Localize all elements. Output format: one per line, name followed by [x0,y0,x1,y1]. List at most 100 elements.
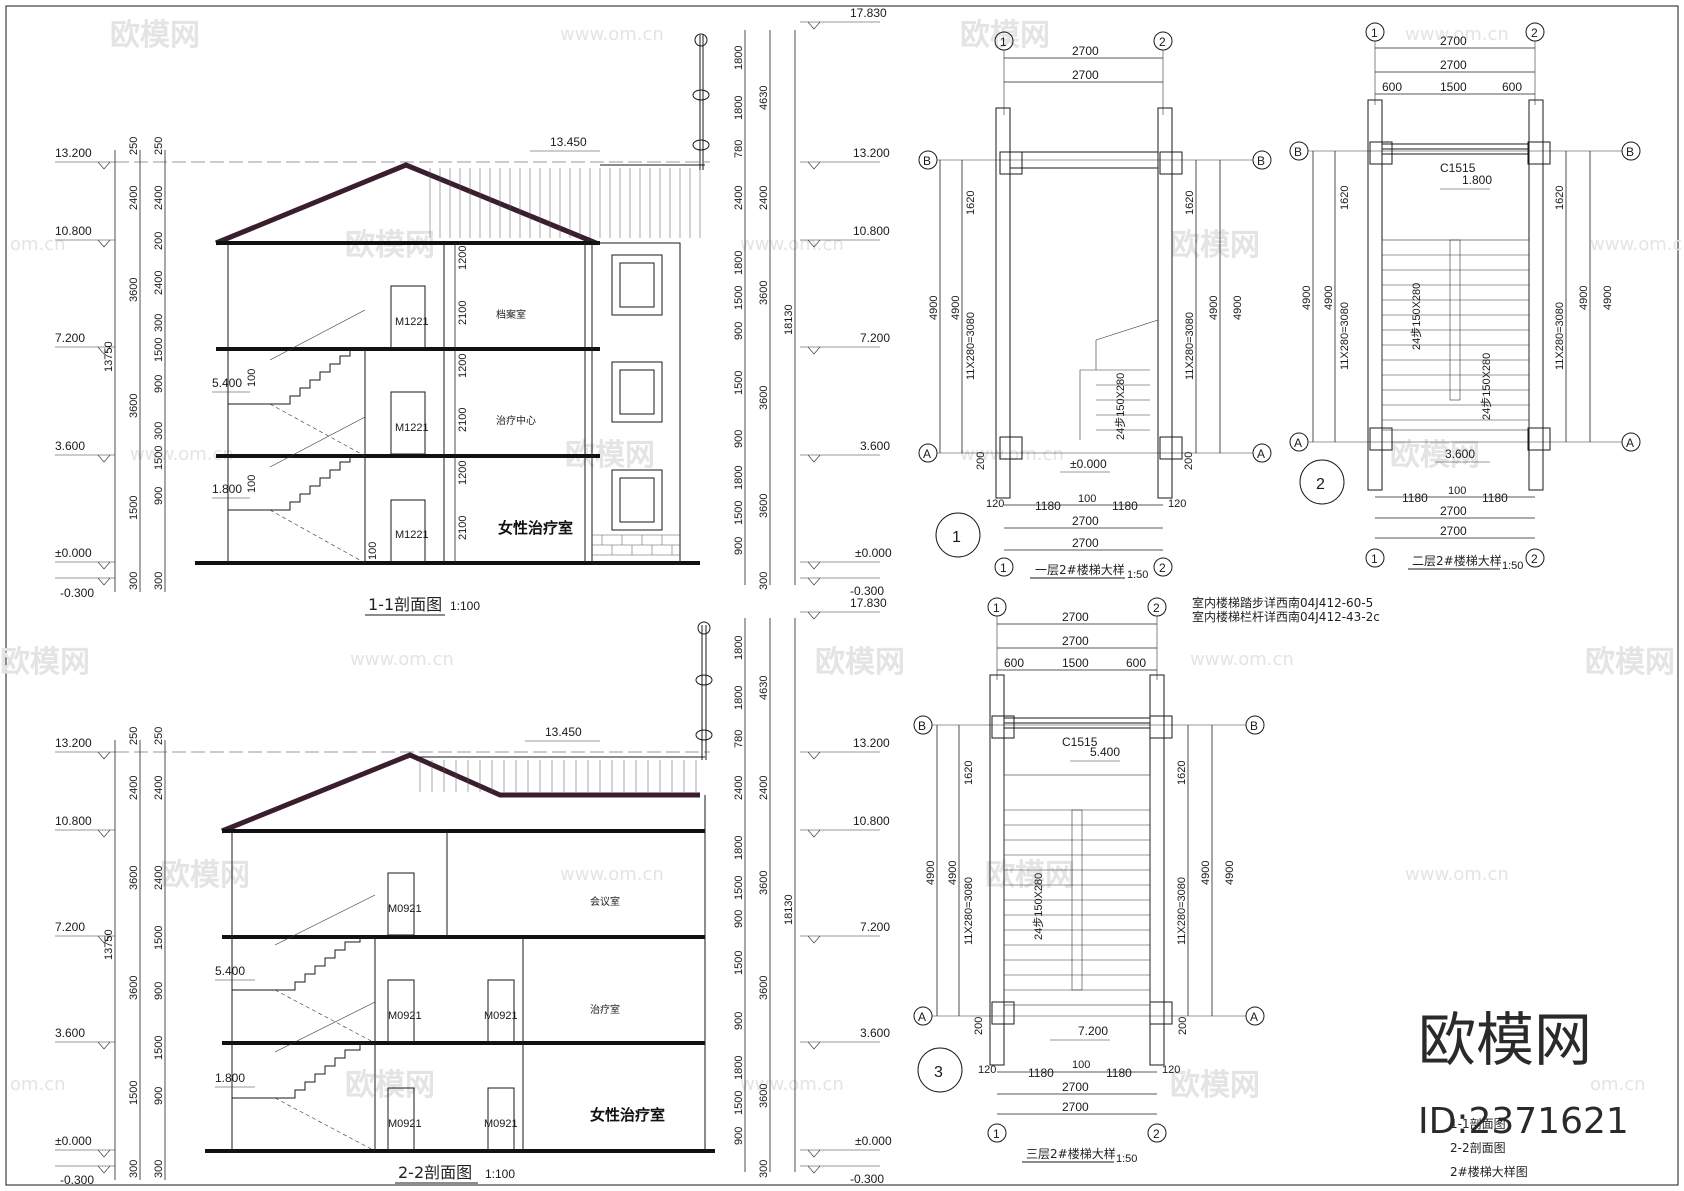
dim-text: 3600 [128,278,140,302]
dim-text: 4900 [947,861,959,885]
dim-text: 2700 [1072,44,1099,58]
detail-scale: 1:50 [1127,569,1148,581]
watermark-url: www.om.cn [560,864,664,885]
drawing-title: 1-1剖面图 [368,595,442,614]
note-line: 室内楼梯栏杆详西南04J412-43-2c [1192,609,1380,624]
building-section: M1221 M1221 M1221 档案室 治疗中心 女性治疗室 5.400 1… [115,33,710,565]
level-label: ±0.000 [855,1134,892,1148]
dim-text: 2700 [1440,34,1467,48]
detail-number-circle [935,512,981,558]
dim-text: 300 [128,572,140,590]
dim-text: 1500 [733,1091,745,1115]
dim-text: 2400 [128,776,140,800]
dim-text: 3600 [758,494,770,518]
landing-level: 1.800 [215,1071,245,1085]
dim-text: 3600 [758,1084,770,1108]
stair-flight-plan [1381,239,1530,431]
door [390,285,426,349]
watermark-logo: 欧模网 [1170,228,1260,263]
dim-text: 600 [1126,656,1146,670]
axis-bubble [987,1123,1007,1143]
axis-label: 2 [1531,552,1538,566]
level-label: 7.200 [860,920,890,934]
right-level-markers: 17.830 13.200 10.800 7.200 3.600 ±0.000 … [800,596,892,1186]
stair-detail-3: 1 2 2700 2700 600 1500 600 B B A A C1515… [913,597,1265,1165]
dim-text: 4900 [1323,286,1335,310]
dim-text: 2700 [1072,536,1099,550]
dim-text: 3600 [758,386,770,410]
drawing-list-item: 1-1剖面图 [1450,1117,1506,1131]
axis-label: B [1257,154,1265,168]
drawing-scale: 1:100 [485,1167,515,1181]
watermark-logo: 欧模网 [110,18,200,53]
dim-text: 2100 [457,301,469,325]
axis-bubble [1365,548,1385,568]
dim-text: 3600 [128,866,140,890]
dim-text: 11X280=3080 [1554,302,1566,370]
door [387,979,415,1043]
level-label: 7.200 [860,331,890,345]
brand-block: 欧模网 ID:2371621 1-1剖面图 2-2剖面图 2#楼梯大样图 [1418,1006,1629,1179]
stair-wall [995,107,1011,499]
dim-text: 2100 [457,516,469,540]
door-tag: M1221 [395,316,429,328]
column [1149,1001,1173,1025]
watermark-domain: om.cn [10,234,66,255]
level-label: -0.300 [60,586,94,600]
drawing-scale: 1:100 [450,599,480,613]
dim-text: 250 [128,727,140,745]
watermark-url: www.om.cn [1590,234,1684,255]
watermark-logo: 欧模网 [160,858,250,893]
dim-text: 250 [153,137,165,155]
door-tag: M1221 [395,529,429,541]
dim-text: 2400 [128,186,140,210]
landing-level: 5.400 [212,376,242,390]
axis-label: 1 [1000,35,1007,49]
watermark-layer: 欧模网 欧模网 www.om.cn www.om.cn 欧模网 欧模网 www.… [0,18,1684,1103]
dim-text: 900 [733,322,745,340]
dim-text: 2100 [457,408,469,432]
dim-text: 1800 [733,1056,745,1080]
total-height-dim: 13750 [103,341,115,372]
watermark-logo: 欧模网 [345,228,435,263]
room-label: 档案室 [496,308,526,321]
watermark-url: www.om.cn [350,649,454,670]
dim-text: 300 [153,1160,165,1178]
column [1159,151,1183,175]
dim-text: 4630 [758,86,770,110]
dim-text: 900 [153,375,165,393]
dim-text: 900 [733,537,745,555]
axis-label: A [1294,436,1302,450]
dim-text: 200 [1183,452,1195,470]
detail-scale: 1:50 [1502,560,1523,572]
dim-text: 200 [1177,1017,1189,1035]
dim-text: 100 [246,369,258,387]
dim-text: 1180 [1028,1066,1054,1080]
left-dimension-chains: 13750 250 2400 3600 3600 1500 300 250 24… [103,727,166,1180]
dim-text: 1500 [128,1081,140,1105]
detail-number-circle [1299,459,1345,505]
watermark-url: www.om.cn [1405,864,1509,885]
dim-text: 2700 [1072,68,1099,82]
dim-text: 100 [1448,485,1466,497]
detail-title: 一层2#楼梯大样 [1035,562,1125,577]
detail-title: 二层2#楼梯大样 [1412,553,1502,568]
dim-text: 1500 [1062,656,1089,670]
dim-text: 900 [153,982,165,1000]
level-label: 10.800 [853,814,890,828]
dim-text: 780 [733,140,745,158]
level-label: -0.300 [850,1172,884,1186]
section-2-2: 13.200 10.800 7.200 3.600 ±0.000 -0.300 … [55,596,892,1187]
door [390,391,426,455]
dim-text: 1180 [1482,491,1508,505]
axis-label: 2 [1159,561,1166,575]
landing-level: 5.400 [215,964,245,978]
axis-bubble [1525,548,1545,568]
level-label: 17.830 [850,596,887,610]
dim-text: 900 [153,1087,165,1105]
axis-label: B [1626,145,1634,159]
dim-text: 250 [153,727,165,745]
dim-text: 11X280=3080 [1339,302,1351,370]
